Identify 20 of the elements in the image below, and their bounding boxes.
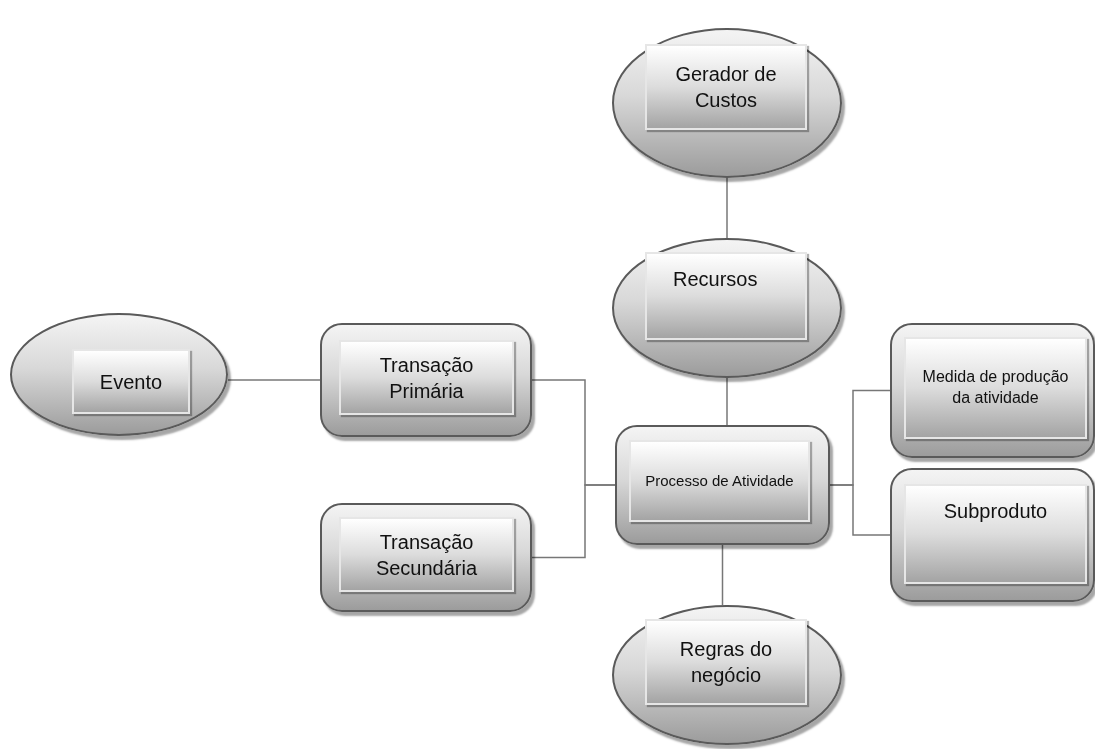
rounded-box — [320, 323, 532, 437]
node-label: Transação Secundária — [374, 529, 479, 581]
connector-line — [721, 544, 724, 606]
node-label: Processo de Atividade — [645, 471, 794, 491]
connector-line — [829, 484, 891, 536]
node-label: Gerador de Custos — [674, 62, 778, 113]
rounded-box — [890, 468, 1095, 602]
connector-line — [227, 379, 321, 381]
connector-line — [726, 177, 728, 239]
connector-line — [726, 377, 728, 426]
rounded-box — [890, 323, 1095, 458]
node-label: Recursos — [673, 267, 758, 292]
node-label: Regras do negócio — [678, 637, 774, 688]
node-label: Evento — [99, 369, 163, 395]
rounded-box — [615, 425, 830, 545]
rounded-box — [320, 503, 532, 612]
node-label: Medida de produção da atividade — [921, 367, 1070, 408]
connector-line — [531, 484, 616, 559]
node-label: Subproduto — [943, 499, 1048, 524]
node-label: Transação Primária — [378, 352, 475, 404]
